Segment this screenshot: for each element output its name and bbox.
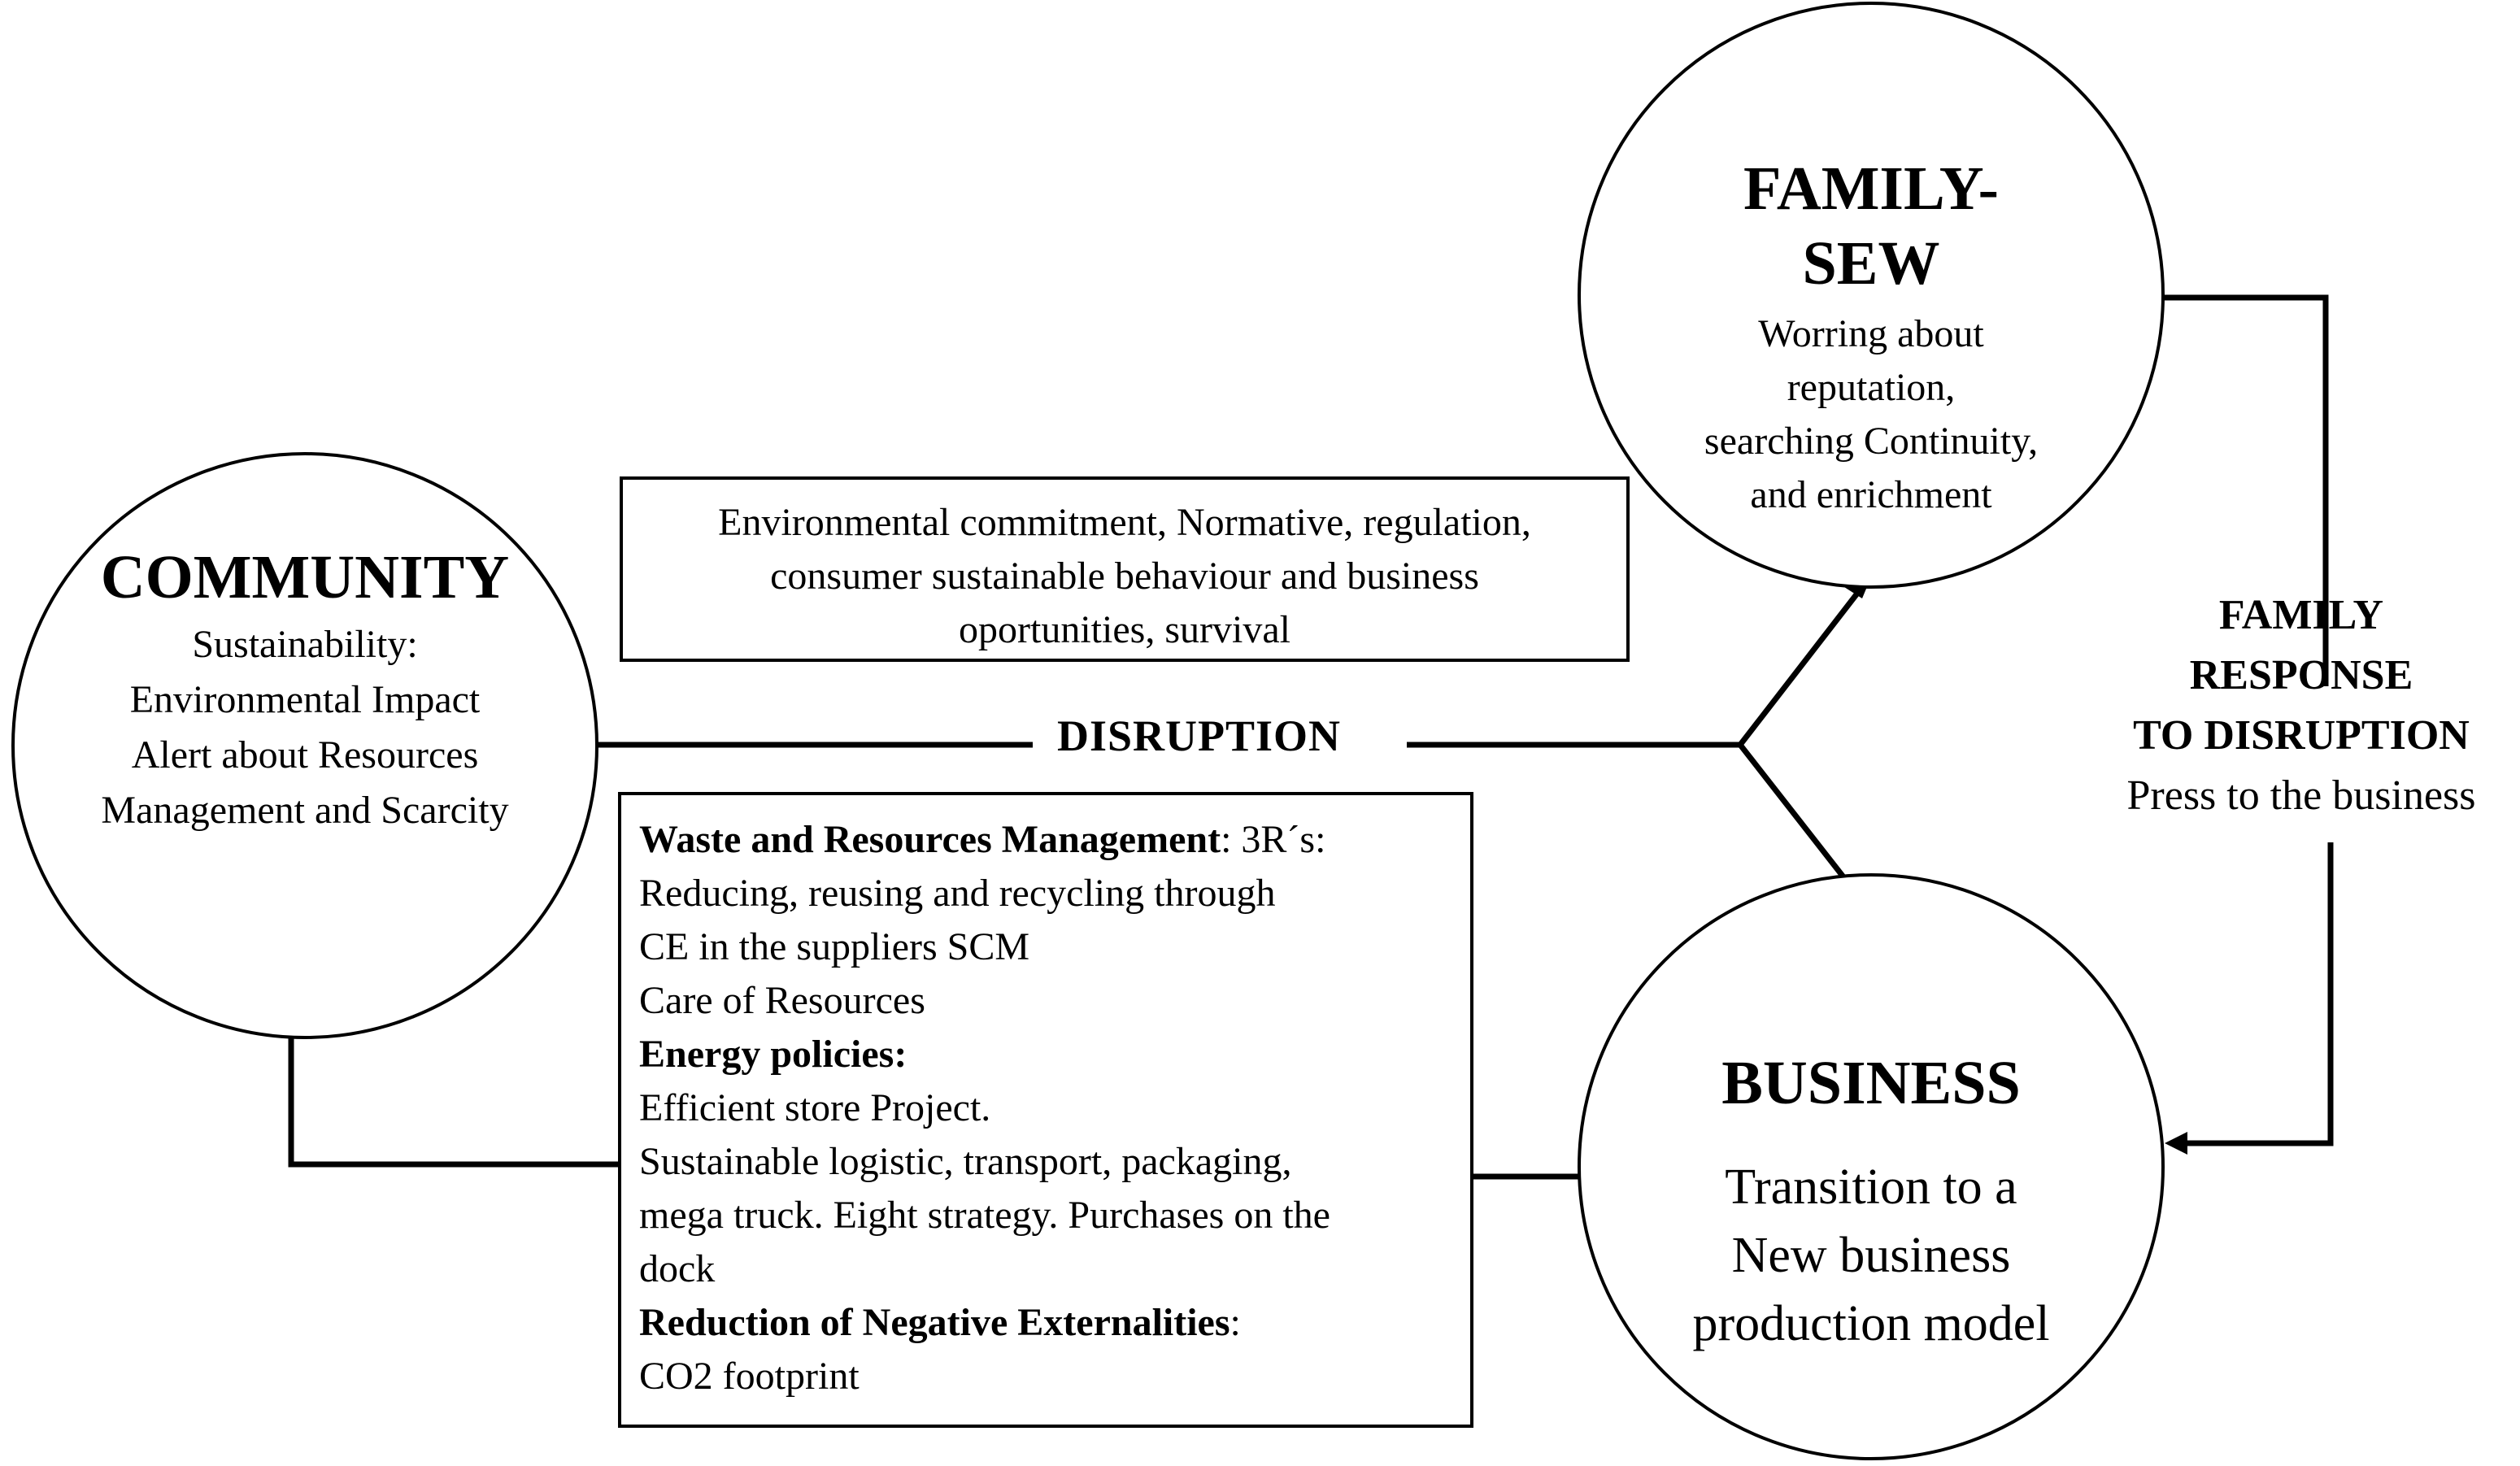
community-title: COMMUNITY <box>100 543 510 611</box>
branch-to-family <box>1738 585 1865 747</box>
actions-line-a1: Reducing, reusing and recycling through <box>639 872 1276 915</box>
reduction-heading: Reduction of Negative Externalities <box>639 1301 1230 1344</box>
business-line-3: production model <box>1692 1296 2050 1351</box>
actions-reduction-line: Reduction of Negative Externalities: <box>639 1296 1241 1350</box>
business-node: BUSINESS Transition to a New business pr… <box>1578 873 2165 1460</box>
family-response-path-lower <box>2179 842 2334 1146</box>
community-line-1: Sustainability: <box>192 623 418 666</box>
community-node: COMMUNITY Sustainability: Environmental … <box>11 452 598 1039</box>
family-response-line-2: RESPONSE <box>2189 652 2413 698</box>
waste-heading-rest: : 3R´s: <box>1221 818 1326 861</box>
family-title-line1: FAMILY- <box>1743 154 1999 223</box>
actions-line-a2: CE in the suppliers SCM <box>639 925 1030 968</box>
family-line-2: reputation, <box>1787 366 1956 409</box>
waste-heading: Waste and Resources Management <box>639 818 1221 861</box>
family-response-line-1: FAMILY <box>2218 592 2384 638</box>
arrowhead-business-right <box>2165 1132 2187 1155</box>
actions-to-community-path <box>288 1016 618 1168</box>
community-line-2: Environmental Impact <box>129 678 481 721</box>
actions-line-b1: Efficient store Project. <box>639 1086 991 1129</box>
actions-line-b3: mega truck. Eight strategy. Purchases on… <box>639 1194 1330 1237</box>
business-line-2: New business <box>1731 1228 2011 1283</box>
disruption-label: DISRUPTION <box>1057 711 1342 760</box>
family-line-1: Worring about <box>1758 312 1984 355</box>
energy-heading: Energy policies: <box>639 1033 907 1076</box>
family-response-label: FAMILY RESPONSE TO DISRUPTION Press to t… <box>2090 585 2513 829</box>
drivers-line-3: oportunities, survival <box>959 608 1290 651</box>
drivers-line-1: Environmental commitment, Normative, reg… <box>718 501 1531 544</box>
business-line-1: Transition to a <box>1725 1159 2017 1215</box>
community-line-3: Alert about Resources <box>131 733 479 777</box>
family-line-3: searching Continuity, <box>1704 420 2039 463</box>
family-response-line-3: TO DISRUPTION <box>2133 712 2470 759</box>
actions-line-b2: Sustainable logistic, transport, packagi… <box>639 1140 1292 1183</box>
family-line-4: and enrichment <box>1750 473 1992 516</box>
community-line-4: Management and Scarcity <box>101 789 509 832</box>
family-response-path <box>2157 294 2329 686</box>
reduction-heading-rest: : <box>1230 1301 1241 1344</box>
family-sew-node: FAMILY- SEW Worring about reputation, se… <box>1578 2 2165 589</box>
actions-line-b4: dock <box>639 1247 716 1290</box>
business-title: BUSINESS <box>1721 1049 2021 1117</box>
actions-waste-line: Waste and Resources Management: 3R´s: <box>639 813 1325 867</box>
drivers-line-2: consumer sustainable behaviour and busin… <box>770 555 1479 598</box>
actions-line-a3: Care of Resources <box>639 979 925 1022</box>
family-title-line2: SEW <box>1802 229 1940 298</box>
actions-box: Waste and Resources Management: 3R´s: Re… <box>618 792 1473 1428</box>
family-response-sub: Press to the business <box>2126 772 2476 819</box>
drivers-box: Environmental commitment, Normative, reg… <box>620 476 1630 662</box>
actions-line-c1: CO2 footprint <box>639 1355 860 1398</box>
